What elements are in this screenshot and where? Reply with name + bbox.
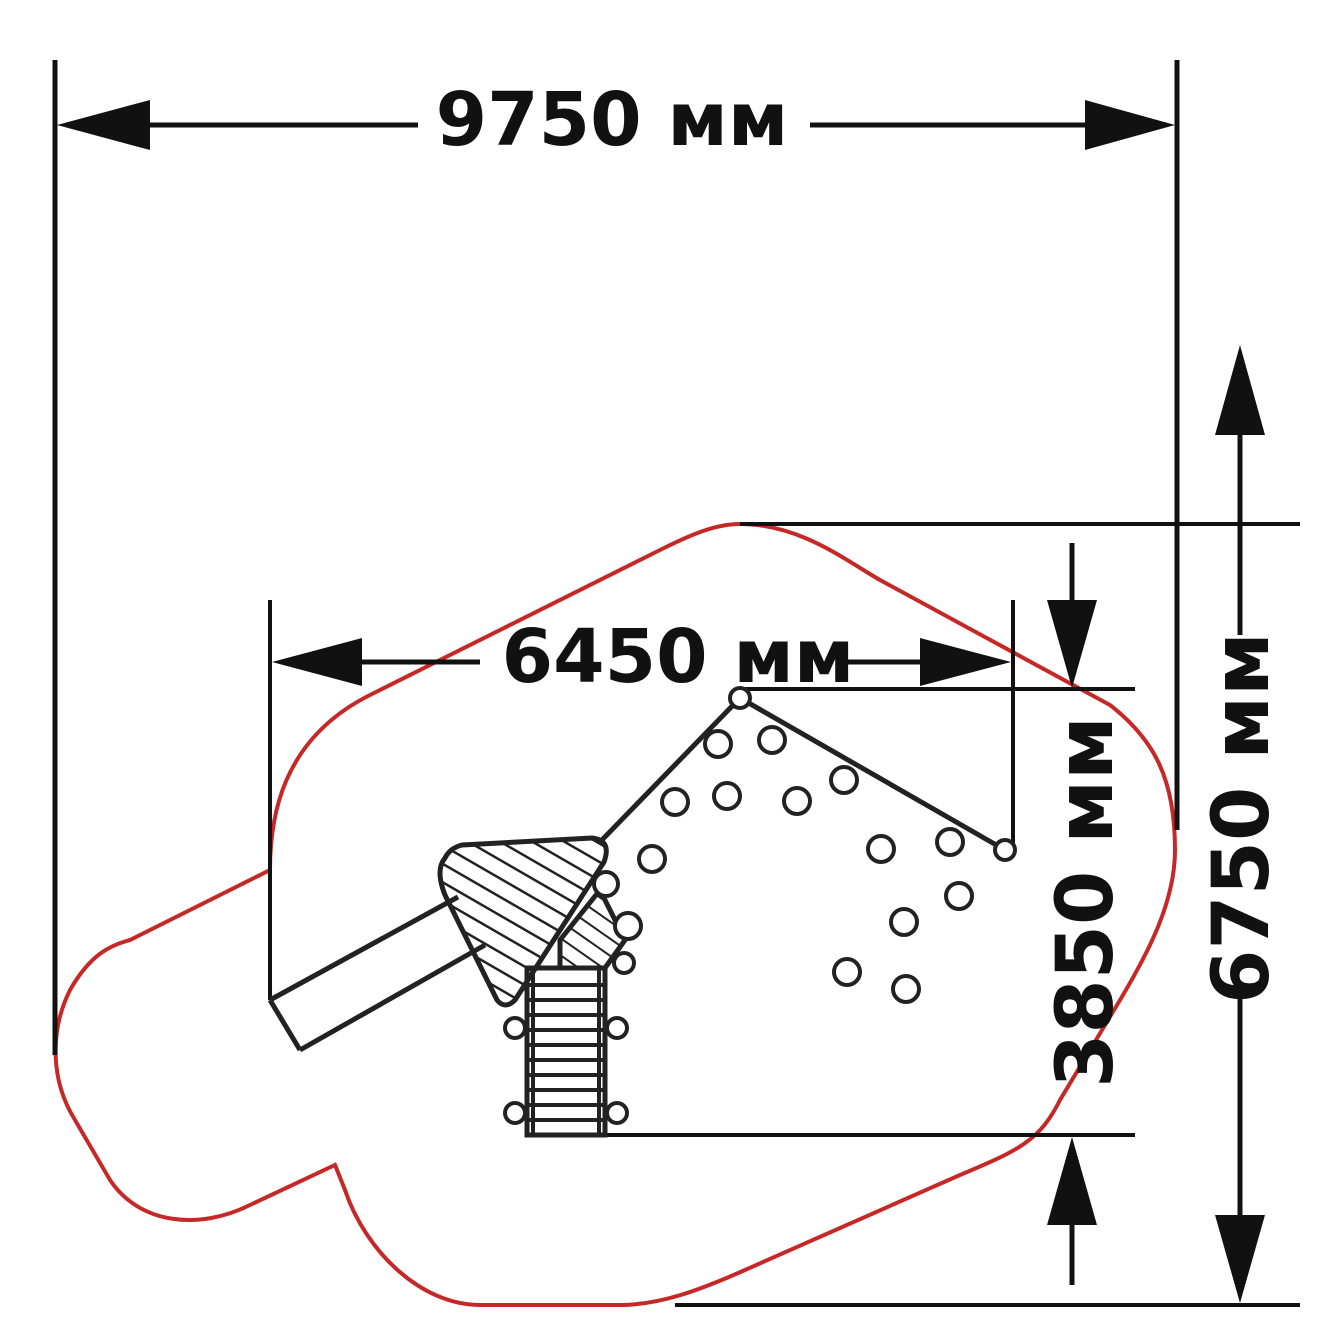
side-panel: [557, 885, 628, 971]
arrowhead-down: [1215, 1215, 1265, 1303]
net-rope: [598, 694, 1007, 853]
overall-width-label: 9750 мм: [436, 77, 789, 163]
arrowhead-right: [1085, 100, 1175, 150]
ladder: [524, 965, 608, 1138]
climbing-holds: [592, 725, 974, 1004]
arrowhead-down: [1047, 600, 1097, 688]
playground-equipment: [267, 686, 1017, 1138]
posts: [503, 686, 1017, 1125]
slide: [267, 894, 487, 1053]
arrowhead-left: [57, 100, 150, 150]
arrowhead-right: [920, 638, 1011, 686]
arrowhead-left: [272, 638, 362, 686]
platform-roof: [437, 835, 609, 1008]
overall-height-dimension: 6750 мм: [675, 345, 1300, 1307]
equipment-height-dimension: 3850 мм: [605, 543, 1135, 1285]
arrowhead-up: [1215, 345, 1265, 435]
equipment-width-dimension: 6450 мм: [268, 600, 1015, 1000]
equipment-width-label: 6450 мм: [502, 614, 855, 700]
overall-height-label: 6750 мм: [1197, 632, 1287, 1004]
arrowhead-up: [1047, 1137, 1097, 1225]
overall-width-dimension: 9750 мм: [52, 60, 1180, 1055]
equipment-height-label: 3850 мм: [1041, 716, 1131, 1088]
